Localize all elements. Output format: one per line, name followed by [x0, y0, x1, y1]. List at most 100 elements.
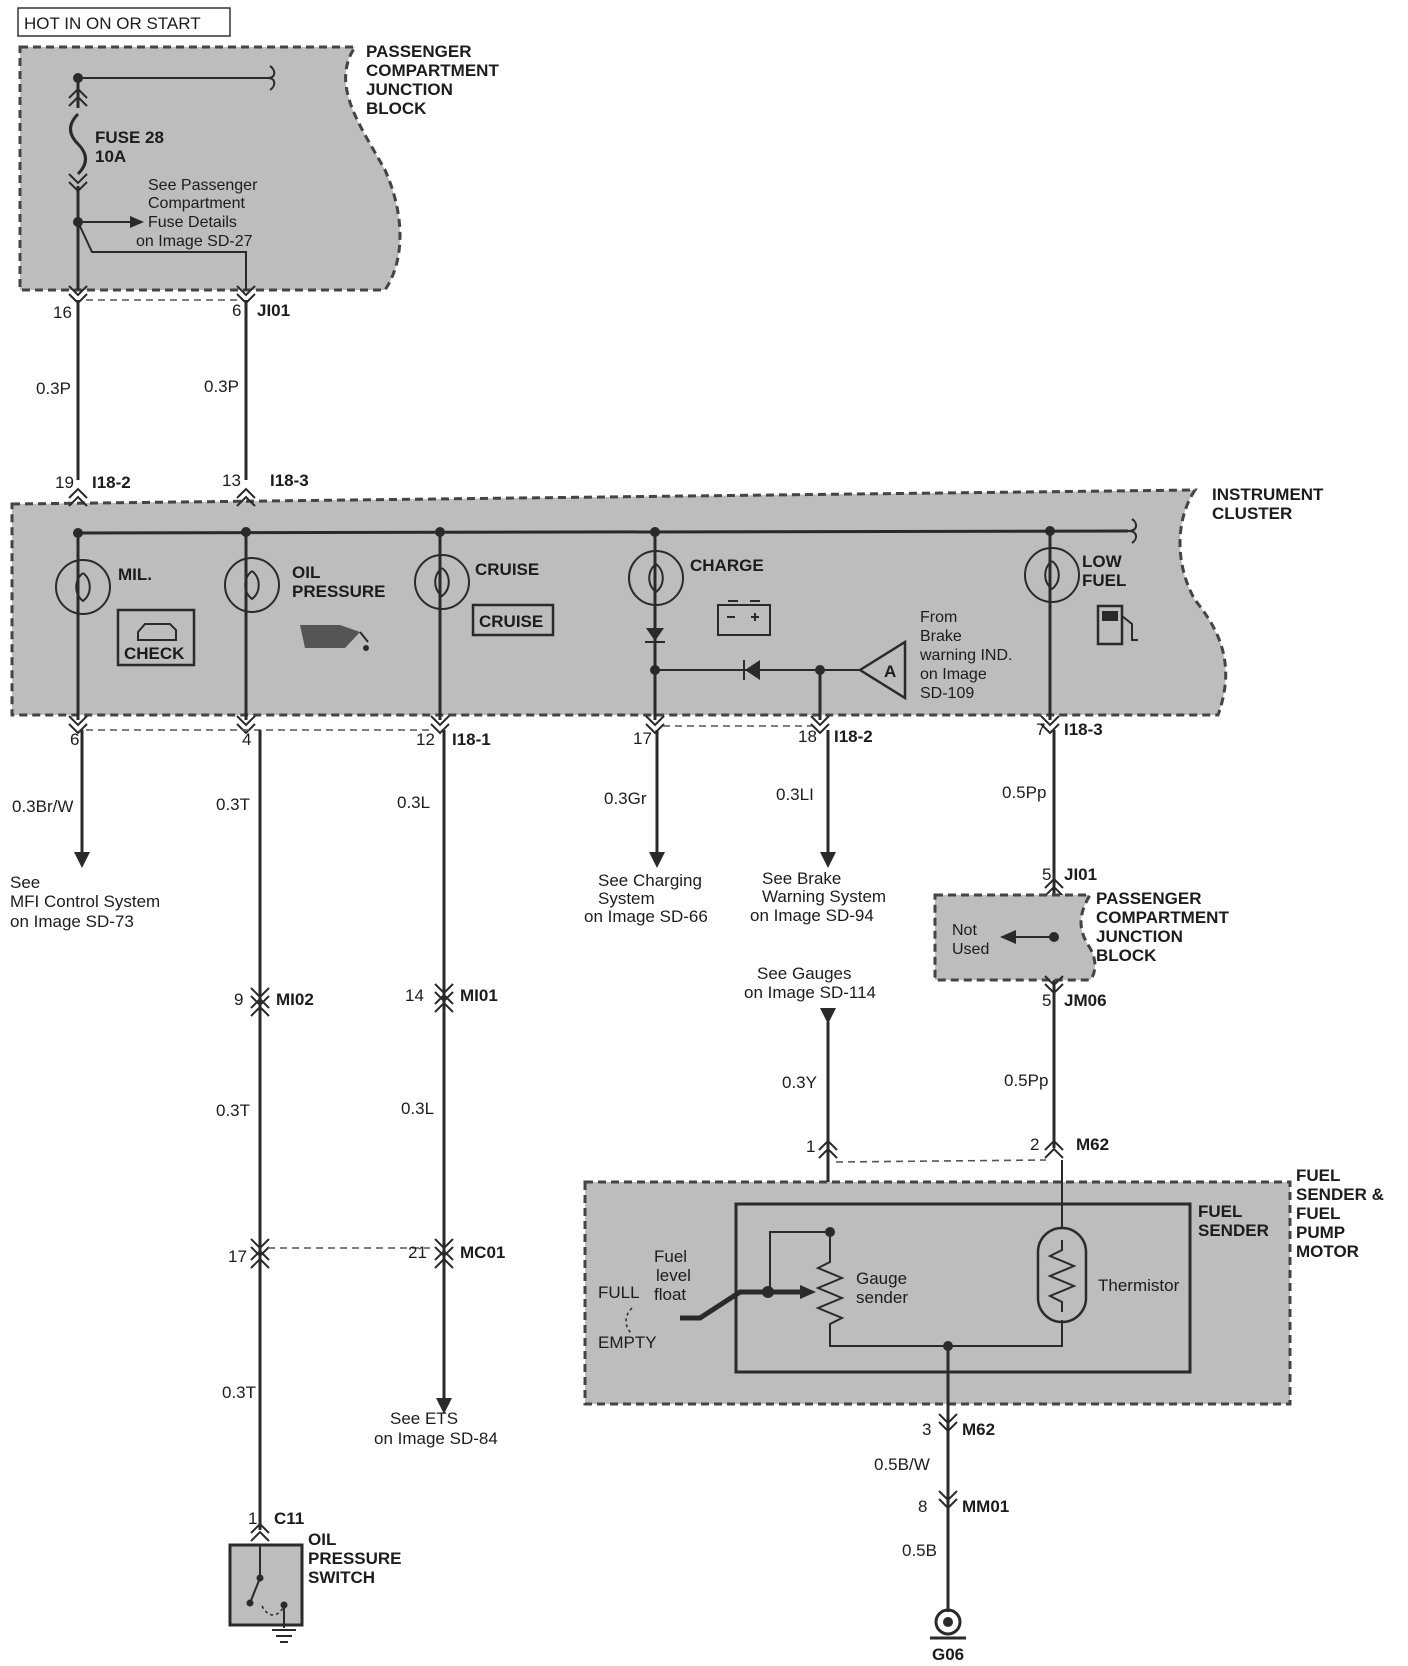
pin-13: 13 — [222, 471, 241, 490]
connector-jm06-label: JM06 — [1064, 991, 1107, 1010]
cruise-label: CRUISE — [475, 560, 539, 579]
svg-text:on Image SD-66: on Image SD-66 — [584, 907, 708, 926]
svg-text:SENDER &: SENDER & — [1296, 1185, 1384, 1204]
fuel-sender-frame — [734, 1202, 1192, 1374]
charge-bulb-icon — [628, 550, 684, 606]
brake-warning-note: From Brake warning IND. on Image SD-109 — [919, 609, 1012, 702]
connector-i18-3-out: I18-3 — [1064, 720, 1103, 739]
svg-text:See Charging: See Charging — [598, 871, 702, 890]
ground-g06: G06 — [932, 1645, 964, 1664]
mil-bulb-icon — [55, 559, 111, 615]
connector-ji01: JI01 — [257, 301, 290, 320]
connector-mc01: MC01 — [460, 1243, 505, 1262]
pin-3-m62: 3 — [922, 1420, 931, 1439]
wire-label-0-3l-1: 0.3L — [397, 793, 430, 812]
svg-text:Warning System: Warning System — [762, 887, 886, 906]
svg-text:COMPARTMENT: COMPARTMENT — [1096, 908, 1229, 927]
gauges-reference: See Gauges on Image SD-114 — [744, 964, 876, 1002]
svg-text:BLOCK: BLOCK — [1096, 946, 1157, 965]
wire-label-0-3gr: 0.3Gr — [604, 789, 647, 808]
pin-17-mc01: 17 — [228, 1247, 247, 1266]
instrument-cluster-title: INSTRUMENT CLUSTER — [1212, 485, 1324, 523]
oil-pressure-switch — [228, 1543, 304, 1643]
wire-label-0-5b: 0.5B — [902, 1541, 937, 1560]
svg-text:on Image SD-84: on Image SD-84 — [374, 1429, 498, 1448]
pcjb-low-title: PASSENGER COMPARTMENT JUNCTION BLOCK — [1096, 889, 1229, 965]
oil-pressure-switch-title: OIL PRESSURE SWITCH — [308, 1530, 402, 1587]
instrument-cluster-block — [10, 488, 1228, 717]
svg-text:MFI Control System: MFI Control System — [10, 892, 160, 911]
pin-12-out: 12 — [416, 730, 435, 749]
wire-label-0-5b-w: 0.5B/W — [874, 1455, 930, 1474]
svg-text:warning IND.: warning IND. — [919, 647, 1012, 664]
cruise-bulb-icon — [414, 554, 470, 610]
svg-text:CLUSTER: CLUSTER — [1212, 504, 1292, 523]
brake-reference: See Brake Warning System on Image SD-94 — [750, 869, 886, 925]
svg-text:JUNCTION: JUNCTION — [366, 80, 453, 99]
svg-text:PRESSURE: PRESSURE — [308, 1549, 402, 1568]
hot-label: HOT IN ON OR START — [24, 14, 201, 33]
arrow-down-icon — [74, 852, 90, 868]
check-label: CHECK — [124, 644, 185, 663]
float-label-2: level — [656, 1266, 691, 1285]
float-label-1: Fuel — [654, 1247, 687, 1266]
hot-label-box — [17, 7, 231, 37]
gauge-sender-label-1: Gauge — [856, 1269, 907, 1288]
pin-2-m62: 2 — [1030, 1135, 1039, 1154]
low-fuel-label-2: FUEL — [1082, 571, 1126, 590]
pin-21: 21 — [408, 1243, 427, 1262]
connector-i18-2-top: I18-2 — [92, 473, 131, 492]
wire-label-0-3t-1: 0.3T — [216, 795, 250, 814]
pin-5-ji01: 5 — [1042, 865, 1051, 884]
arrow-left-icon — [1000, 930, 1016, 944]
svg-text:Brake: Brake — [920, 628, 962, 645]
battery-icon — [717, 600, 771, 636]
mil-label: MIL. — [118, 565, 152, 584]
arrow-down-icon — [820, 852, 836, 868]
svg-text:From: From — [920, 609, 957, 626]
wire-label-0-5pp-1: 0.5Pp — [1002, 783, 1046, 802]
not-used-2: Used — [952, 941, 989, 958]
svg-text:PASSENGER: PASSENGER — [366, 42, 472, 61]
arrow-down-icon — [649, 852, 665, 868]
fuse-details-note: See Passenger Compartment Fuse Details o… — [136, 177, 258, 250]
svg-text:FUEL: FUEL — [1296, 1166, 1340, 1185]
fuse-label: FUSE 28 — [95, 128, 164, 147]
oil-label-1: OIL — [292, 563, 320, 582]
svg-text:on Image SD-94: on Image SD-94 — [750, 906, 874, 925]
connector-i18-1: I18-1 — [452, 730, 491, 749]
not-used-1: Not — [952, 922, 977, 939]
pin-19: 19 — [55, 473, 74, 492]
fuel-sender-pump-block — [583, 1180, 1292, 1406]
arrow-down-icon — [820, 1008, 836, 1024]
pin-7-out: 7 — [1036, 720, 1045, 739]
connector-ji01-low: JI01 — [1064, 865, 1097, 884]
brake-buffer-triangle — [857, 639, 907, 701]
wire-label-0-3t-3: 0.3T — [222, 1383, 256, 1402]
thermistor-label: Thermistor — [1098, 1276, 1180, 1295]
oil-pressure-bulb-icon — [224, 557, 280, 613]
wire-label-0-3li: 0.3LI — [776, 785, 814, 804]
full-label: FULL — [598, 1283, 640, 1302]
ets-reference: See ETS on Image SD-84 — [374, 1409, 498, 1448]
fuel-sender-label-1: FUEL — [1198, 1202, 1242, 1221]
low-fuel-label-1: LOW — [1082, 552, 1123, 571]
pin-8: 8 — [918, 1497, 927, 1516]
wire-label-0-3p-right: 0.3P — [204, 377, 239, 396]
svg-text:SWITCH: SWITCH — [308, 1568, 375, 1587]
connector-c11-label: C11 — [274, 1509, 304, 1528]
arrow-right-icon — [130, 216, 144, 228]
mfi-reference: See MFI Control System on Image SD-73 — [10, 873, 160, 931]
pin-6-out: 6 — [70, 730, 79, 749]
svg-text:FUEL: FUEL — [1296, 1204, 1340, 1223]
connector-m62-ground: M62 — [962, 1420, 995, 1439]
pin-18-out: 18 — [798, 727, 817, 746]
pin-16: 16 — [53, 303, 72, 322]
fuse-28 — [69, 112, 87, 176]
charging-reference: See Charging System on Image SD-66 — [584, 871, 708, 926]
oil-can-icon — [300, 625, 369, 651]
pin-5-jm06: 5 — [1042, 991, 1051, 1010]
svg-text:See: See — [10, 873, 40, 892]
svg-text:Compartment: Compartment — [148, 195, 245, 212]
pin-1-m62: 1 — [806, 1137, 815, 1156]
